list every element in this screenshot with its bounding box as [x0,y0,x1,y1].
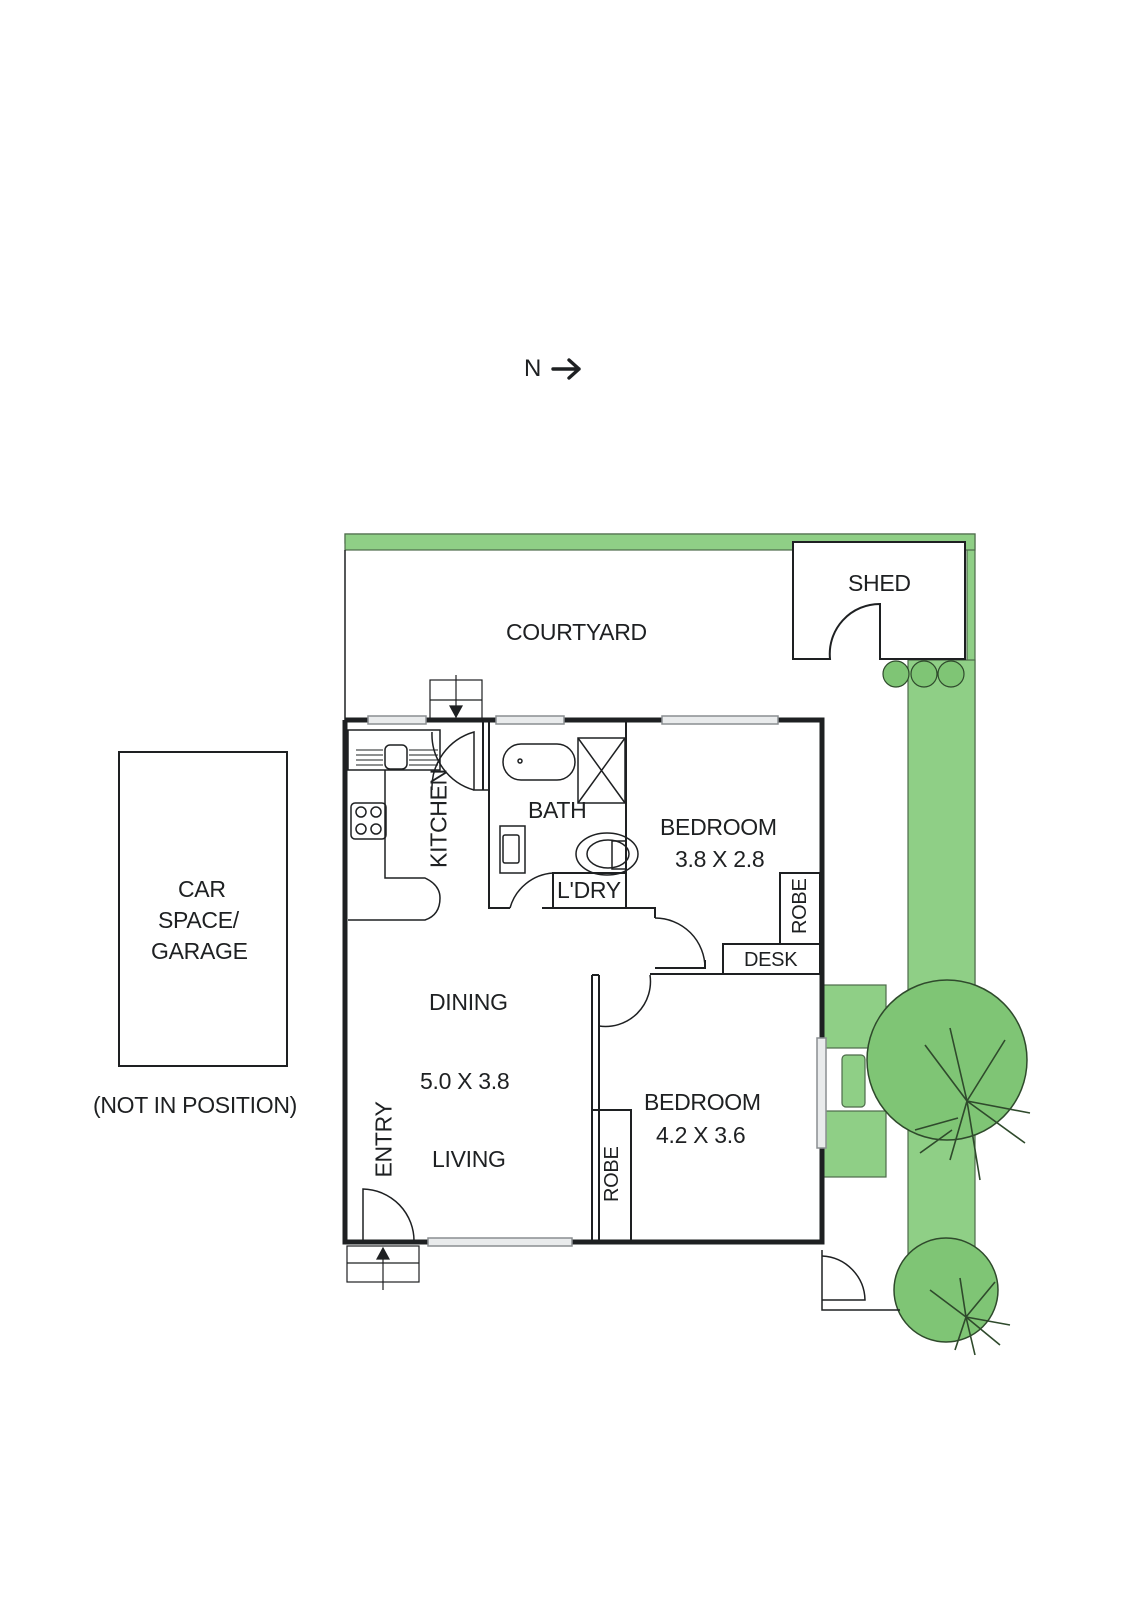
room-label-dining: DINING [429,989,508,1015]
north-label: N [524,355,542,382]
room-label-bath: BATH [528,797,587,823]
garage-label-line3: GARAGE [151,938,248,964]
room-label-living: LIVING [432,1146,506,1172]
arrow-right-icon [551,358,582,380]
room-label-robe-2: ROBE [601,1146,623,1202]
bath-fixtures [499,737,639,876]
door-swings [362,731,900,1311]
tree-large [866,979,1031,1181]
interior-walls [482,722,822,1243]
room-label-robe-1: ROBE [789,878,811,934]
room-dims-bedroom-1: 3.8 X 2.8 [675,846,765,872]
tree-small [893,1237,1011,1356]
room-dims-dining-living: 5.0 X 3.8 [420,1068,510,1094]
room-label-bedroom-2: BEDROOM [644,1089,761,1115]
exterior-walls [342,717,825,1245]
garage-outline [118,751,288,1067]
room-label-laundry: L'DRY [557,877,621,903]
kitchen-bench [347,729,441,921]
room-label-bedroom-1: BEDROOM [660,814,777,840]
garage-label-line1: CAR [178,876,226,902]
room-label-kitchen: KITCHEN [425,769,452,868]
room-label-shed: SHED [848,570,911,596]
garage-label-line2: SPACE/ [158,907,239,933]
north-indicator: N [524,355,583,383]
shrubs [882,660,965,688]
room-dims-bedroom-2: 4.2 X 3.6 [656,1122,746,1148]
steps [346,675,483,1290]
room-label-desk: DESK [744,949,798,971]
room-label-courtyard: COURTYARD [506,619,647,645]
windows [367,715,827,1247]
shed-outline [792,541,966,660]
garage-position-note: (NOT IN POSITION) [93,1092,298,1118]
room-label-entry: ENTRY [370,1101,397,1178]
